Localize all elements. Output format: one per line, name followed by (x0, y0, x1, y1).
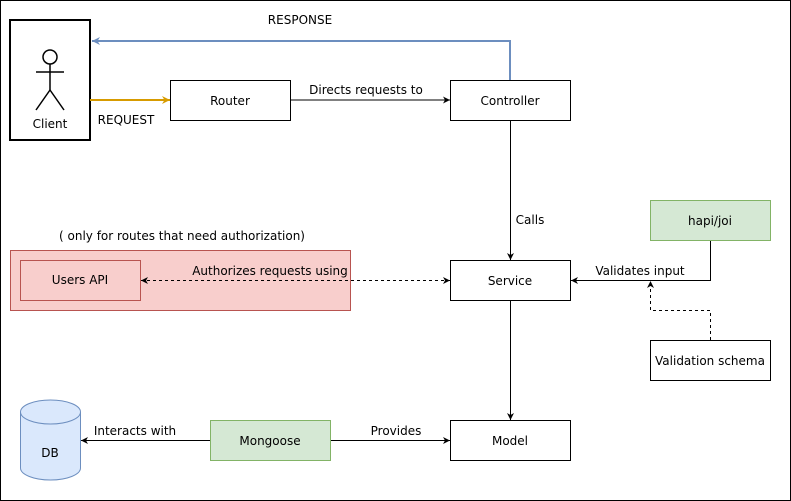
validation-schema-node: Validation schema (650, 340, 771, 381)
router-label: Router (210, 94, 250, 108)
validates-arrow (571, 241, 711, 284)
controller-node: Controller (450, 80, 571, 121)
users-api-label: Users API (52, 273, 108, 287)
service-node: Service (450, 260, 571, 301)
calls-label: Calls (516, 213, 545, 227)
validates-label: Validates input (595, 264, 685, 278)
mongoose-label: Mongoose (239, 434, 300, 448)
interacts-label: Interacts with (94, 424, 176, 438)
mongoose-node: Mongoose (210, 420, 331, 461)
response-arrow (92, 37, 511, 80)
validation-schema-label: Validation schema (655, 354, 765, 368)
auth-note: ( only for routes that need authorizatio… (59, 229, 305, 243)
hapi-joi-label: hapi/joi (688, 214, 732, 228)
model-node: Model (450, 420, 571, 461)
database-icon (20, 399, 81, 481)
schema-arrow (647, 281, 711, 340)
actor-icon (35, 49, 65, 111)
hapi-joi-node: hapi/joi (650, 200, 771, 241)
db-label: DB (41, 446, 58, 460)
service-label: Service (488, 274, 532, 288)
provides-label: Provides (371, 424, 422, 438)
users-api-node: Users API (20, 260, 141, 301)
response-label: RESPONSE (268, 13, 332, 27)
directs-label: Directs requests to (309, 83, 423, 97)
model-label: Model (492, 434, 528, 448)
db-node: DB (20, 399, 81, 481)
request-label: REQUEST (98, 113, 155, 127)
controller-label: Controller (480, 94, 539, 108)
router-node: Router (170, 80, 291, 121)
authorizes-label: Authorizes requests using (192, 264, 348, 278)
client-label: Client (33, 117, 68, 131)
client-node: Client (9, 19, 91, 141)
